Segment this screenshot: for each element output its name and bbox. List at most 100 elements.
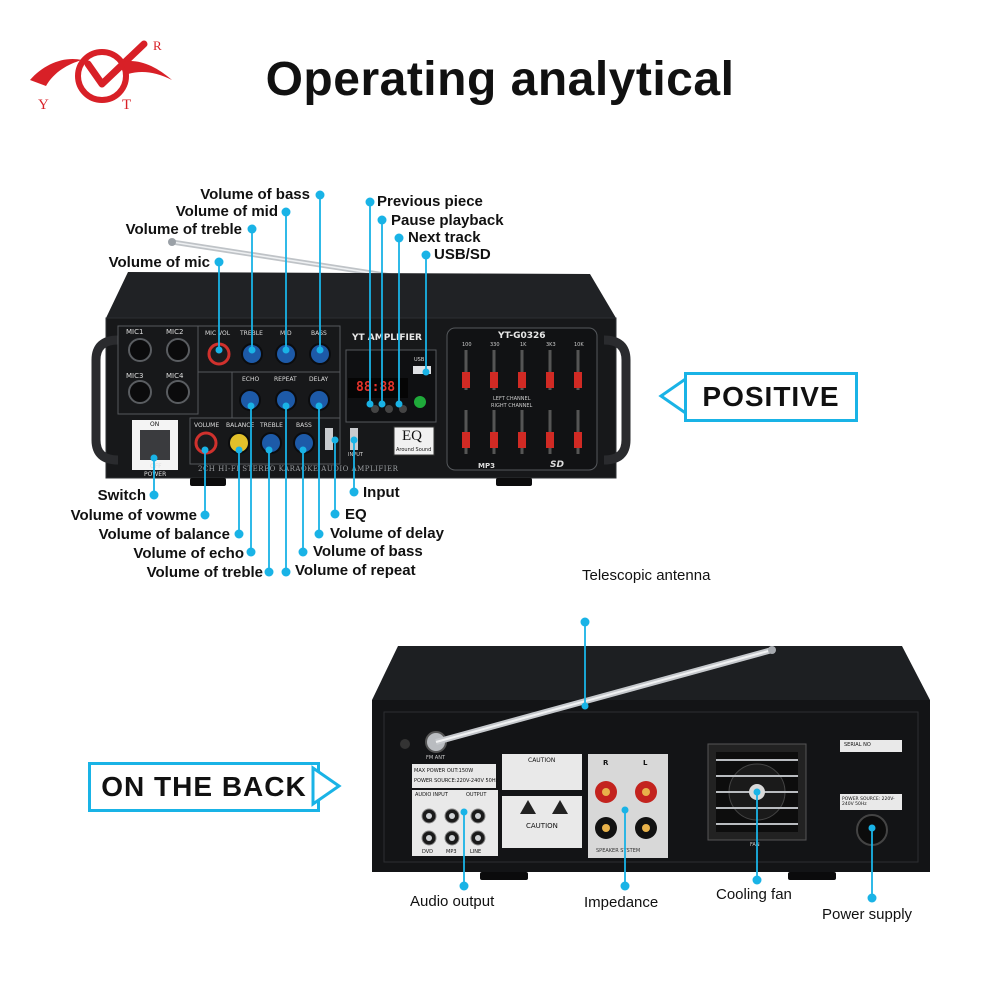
front-brand: YT AMPLIFIER [352, 333, 422, 343]
callout-end [247, 402, 255, 410]
front-left-channel: LEFT CHANNEL [493, 396, 531, 402]
front-display: 88:88 [356, 380, 396, 395]
callout-end [316, 346, 324, 354]
callout-end [868, 824, 876, 832]
front-usb-label: USB [414, 357, 425, 363]
callout-end [248, 346, 256, 354]
label-volume-of-bass: Volume of bass [200, 186, 310, 203]
front-knob-bass2-label: BASS [296, 422, 312, 429]
page-title: Operating analytical [265, 53, 735, 106]
front-knob-volume-label: VOLUME [194, 422, 220, 429]
label-volume-of-treble: Volume of treble [125, 221, 242, 238]
back-speaker-system: SPEAKER SYSTEM [596, 848, 641, 854]
callout-dot [247, 224, 257, 234]
callout-dot [459, 881, 469, 891]
label-impedance: Impedance [584, 894, 659, 911]
callout-dot [580, 617, 590, 627]
callout-end [299, 446, 307, 454]
callout-dot [281, 207, 291, 217]
callout-dot [200, 510, 210, 520]
eq-knob-left [518, 372, 526, 388]
back-audio-input: AUDIO INPUT [415, 792, 448, 798]
label-power-supply: Power supply [822, 906, 913, 923]
back-fan-label: FAN [750, 842, 760, 848]
callout-end [315, 402, 323, 410]
label-audio-output: Audio output [410, 893, 495, 910]
logo-letter-y: Y [38, 97, 49, 113]
eq-knob-left [462, 372, 470, 388]
callout-dot [620, 881, 630, 891]
label-volume-of-bass-lower: Volume of bass [313, 543, 423, 560]
eq-track-left [520, 350, 524, 390]
front-mp3-logo: MP3 [478, 462, 495, 470]
callout-end [201, 446, 209, 454]
callout-end [422, 368, 430, 376]
callout-end [460, 808, 468, 816]
front-mic2-label: MIC2 [166, 328, 184, 336]
callout-dot [314, 529, 324, 539]
label-volume-of-mic: Volume of mic [108, 254, 210, 271]
eq-track-left [464, 350, 468, 390]
front-knob-treble2-label: TREBLE [260, 422, 283, 429]
label-volume-of-balance: Volume of balance [98, 526, 230, 543]
back-jack-dvd: DVD [422, 849, 434, 855]
front-knob-bass-label: BASS [311, 330, 327, 337]
back-output: OUTPUT [466, 792, 487, 798]
callout-dot [349, 487, 359, 497]
label-previous-piece: Previous piece [377, 193, 483, 210]
callout-dot [330, 509, 340, 519]
label-switch: Switch [97, 487, 146, 504]
callout-end [581, 702, 589, 710]
eq-knob-right [518, 432, 526, 448]
label-volume-of-echo: Volume of echo [133, 545, 244, 562]
eq-knob-right [546, 432, 554, 448]
back-speaker-l: L [643, 759, 648, 767]
label-usb-sd: USB/SD [434, 246, 491, 263]
front-callout-lines [149, 190, 431, 577]
label-cooling-fan: Cooling fan [716, 886, 792, 903]
back-jack-mp3: MP3 [446, 849, 457, 855]
front-knob-repeat-label: REPEAT [274, 376, 297, 383]
eq-knob-right [574, 432, 582, 448]
back-power-source: POWER SOURCE:220V-240V 50Hz [414, 778, 499, 784]
front-right-channel: RIGHT CHANNEL [491, 403, 533, 409]
eq-knob-left [546, 372, 554, 388]
callout-dot [377, 215, 387, 225]
back-power-source-box: POWER SOURCE: 220V-240V 50Hz [842, 797, 895, 807]
front-knob-delay-label: DELAY [309, 376, 329, 383]
callout-end [331, 436, 339, 444]
callout-end [282, 402, 290, 410]
callout-dot [246, 547, 256, 557]
registered-mark: R [153, 38, 162, 53]
callout-dot [394, 233, 404, 243]
eq-track-left [548, 350, 552, 390]
callout-end [366, 400, 374, 408]
front-eq-sub: Around Sound [396, 447, 432, 453]
back-max-power: MAX POWER OUT:150W [414, 768, 474, 774]
back-caution-bottom: CAUTION [526, 822, 558, 830]
front-eq-freq-0: 100 [462, 342, 472, 348]
front-mic1-label: MIC1 [126, 328, 144, 336]
callout-end [282, 346, 290, 354]
front-power-off-label: OFF [150, 463, 162, 470]
callout-dot [214, 257, 224, 267]
callout-dot [867, 893, 877, 903]
callout-dot [234, 529, 244, 539]
front-mic3-label: MIC3 [126, 372, 144, 380]
front-model: YT-G0326 [498, 331, 546, 341]
back-fm-ant: FM ANT [426, 755, 445, 761]
callout-dot [264, 567, 274, 577]
callout-end [350, 436, 358, 444]
label-pause-playback: Pause playback [391, 212, 504, 229]
front-eq-freq-1: 330 [490, 342, 500, 348]
front-knob-micvol-label: MIC VOL [205, 330, 231, 337]
callout-dot [149, 490, 159, 500]
logo-letter-t: T [122, 97, 132, 113]
callout-end [150, 454, 158, 462]
positive-tag: POSITIVE [684, 372, 858, 422]
callout-dot [315, 190, 325, 200]
back-serial-no: SERIAL NO [844, 742, 871, 748]
back-jack-line: LINE [470, 849, 482, 855]
